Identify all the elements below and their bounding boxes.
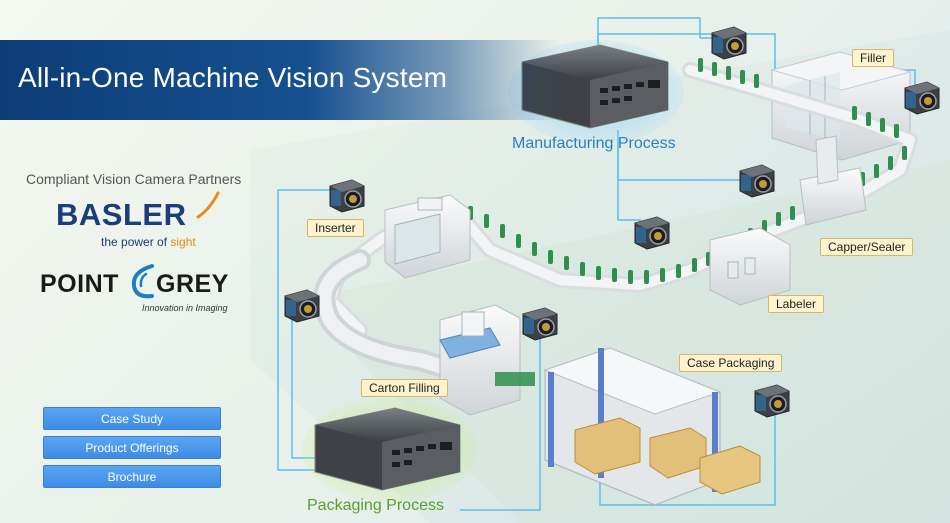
filler-label: Filler [852,49,894,67]
basler-logo[interactable]: BASLER the power of sight [56,191,226,251]
vision-camera-icon [522,307,558,341]
carton-filling-machine [439,304,535,416]
inserter-label: Inserter [307,219,364,237]
inserter-machine [384,194,471,279]
manufacturing-process-label[interactable]: Manufacturing Process [512,135,676,152]
vision-camera-icon [711,26,747,60]
vision-camera-icon [284,289,320,323]
pointgrey-swirl-icon [131,264,154,299]
basler-swoosh-icon [196,191,220,219]
pointgrey-logo[interactable]: POINT GREY Innovation in Imaging [40,262,240,318]
capper-machine [799,135,867,226]
case-packaging-label: Case Packaging [679,354,783,372]
bottle-conveyor [322,62,918,338]
capper-sealer-label: Capper/Sealer [820,238,914,256]
vision-camera-icon [634,216,670,250]
basler-logo-name: BASLER [56,197,187,232]
labeler-label: Labeler [768,295,825,313]
pointgrey-logo-left: POINT [40,270,119,298]
case-study-button[interactable]: Case Study [43,407,221,430]
case-packaging-machine [543,347,761,506]
product-offerings-button[interactable]: Product Offerings [43,436,221,459]
basler-tagline: the power of sight [101,235,196,249]
page-title: All-in-One Machine Vision System [18,62,448,93]
brochure-button[interactable]: Brochure [43,465,221,488]
vision-camera-icon [904,81,940,115]
vision-camera-icon [754,384,790,418]
pointgrey-tagline: Innovation in Imaging [142,303,228,313]
packaging-pc [314,407,461,491]
carton-filling-label: Carton Filling [361,379,448,397]
partners-heading: Compliant Vision Camera Partners [26,171,242,187]
vision-camera-icon [329,179,365,213]
vision-camera-icon [739,164,775,198]
labeler-machine [709,227,791,306]
header-banner [0,40,560,120]
pointgrey-logo-right: GREY [156,270,229,298]
packaging-process-label[interactable]: Packaging Process [307,497,444,514]
